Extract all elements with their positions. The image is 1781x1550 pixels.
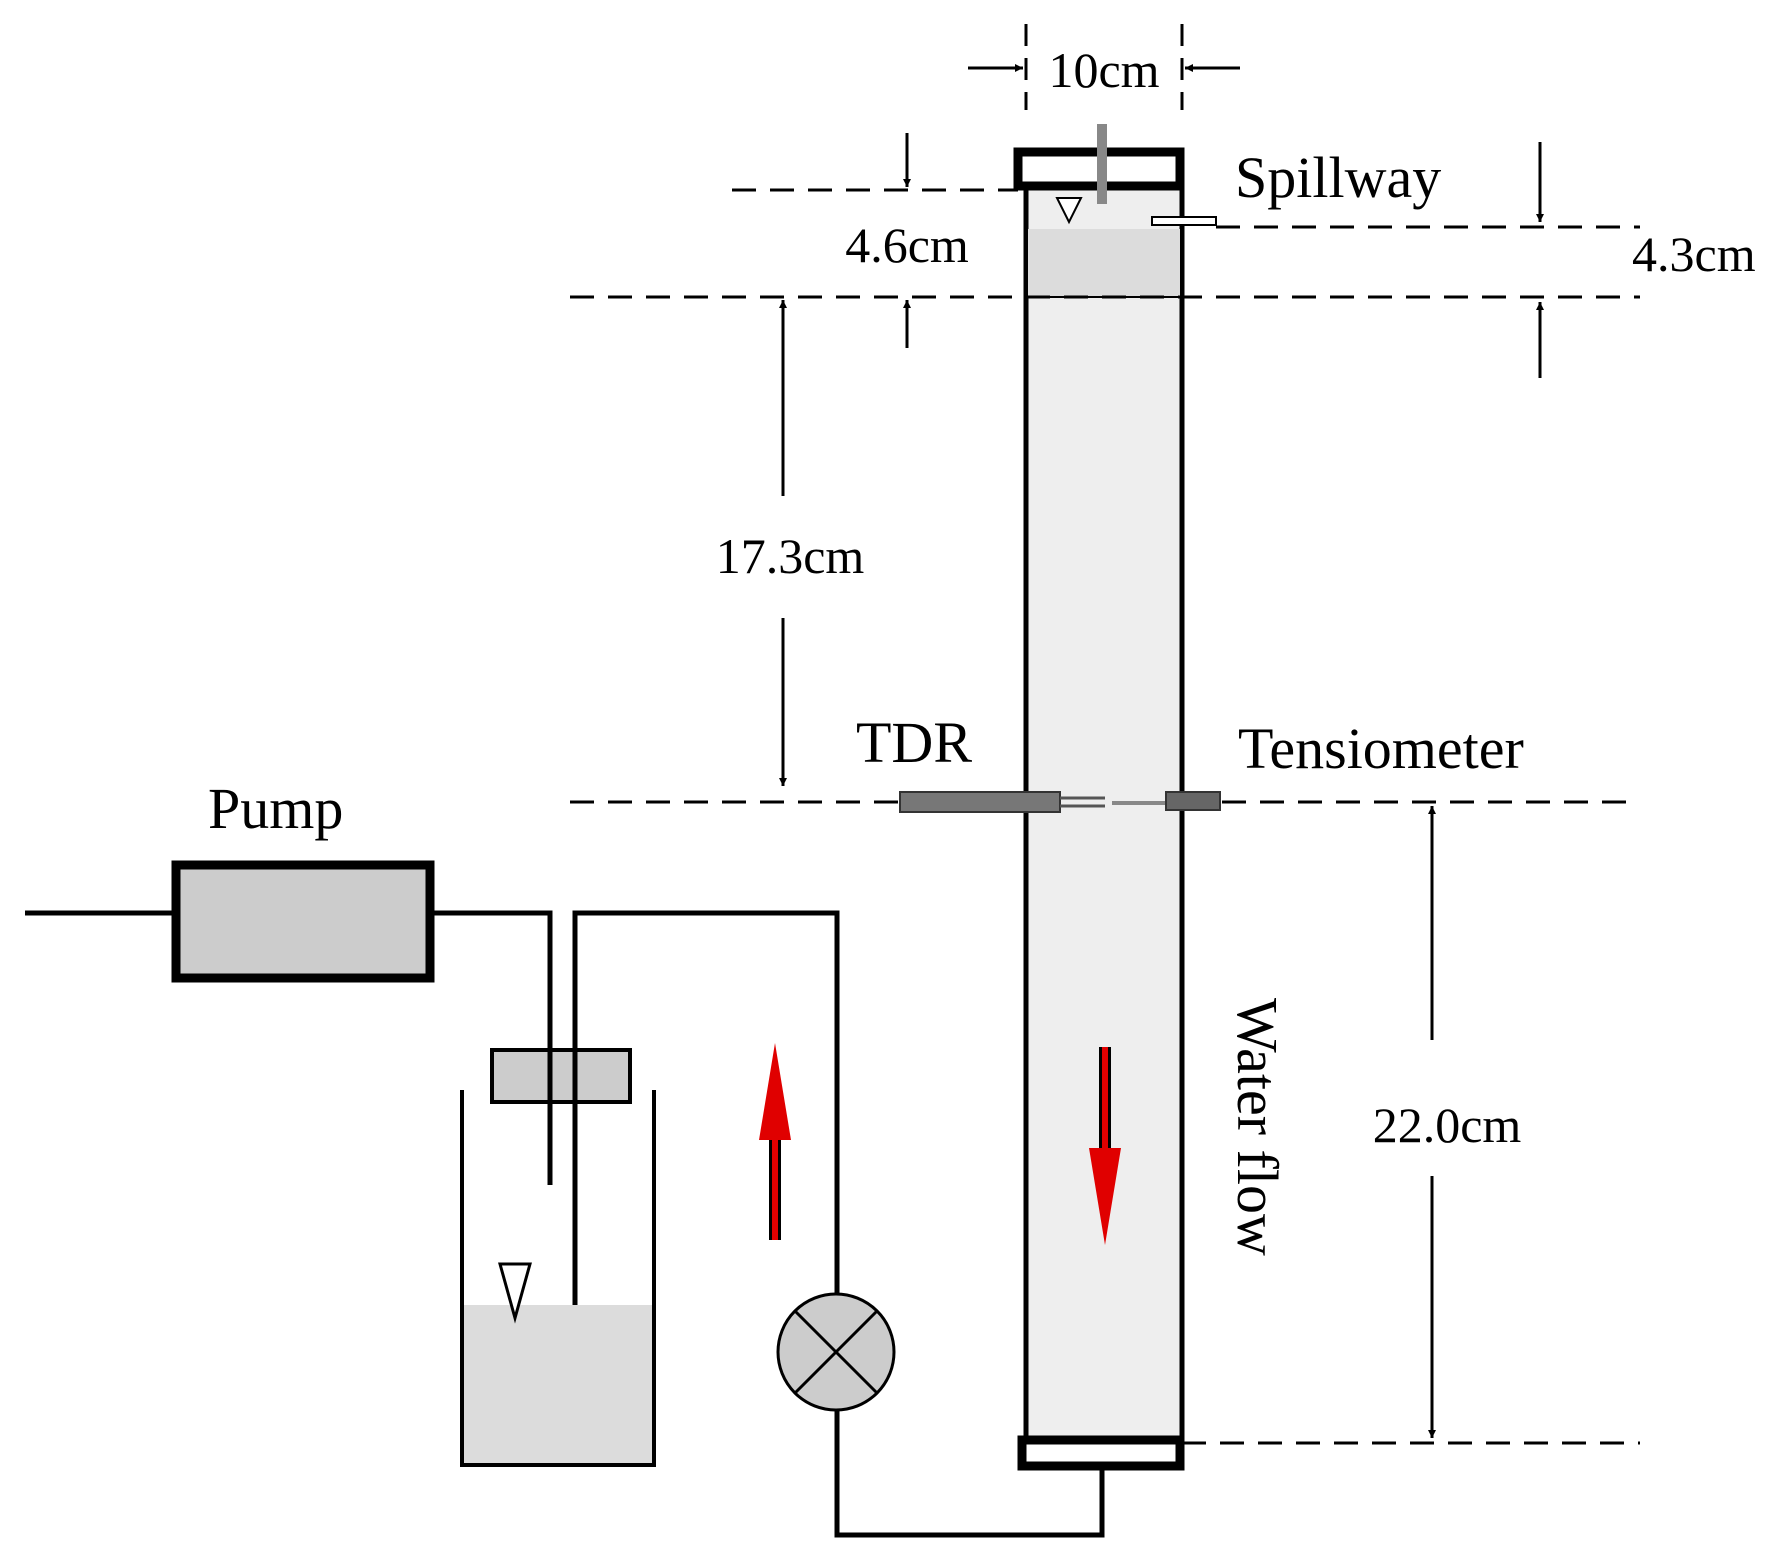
ponding-depth-label: 4.6cm <box>845 217 969 273</box>
flow-arrow-down-icon <box>1089 1047 1121 1245</box>
reference-lines <box>570 24 1640 1445</box>
ponded-water <box>1028 229 1180 297</box>
pump <box>171 860 435 983</box>
pump-assembly <box>25 860 1105 1538</box>
label-mask-lower-depth <box>1355 1060 1525 1160</box>
soil-column-body <box>1023 182 1185 1446</box>
reservoir-water <box>462 1305 654 1465</box>
valve-icon <box>776 1292 896 1412</box>
tdr-label: TDR <box>856 710 972 775</box>
water-level-symbol <box>1055 197 1083 225</box>
width-label: 10cm <box>1048 42 1159 98</box>
reservoir-water-level-symbol <box>498 1262 532 1324</box>
upper-depth-label: 17.3cm <box>716 528 865 584</box>
spillway-label: Spillway <box>1235 145 1441 210</box>
tensiometer-label: Tensiometer <box>1238 716 1524 781</box>
inlet-tube <box>1097 124 1107 204</box>
tdr-probe <box>899 791 1061 813</box>
probes <box>899 791 1221 813</box>
reservoir-container <box>460 1090 656 1467</box>
tensiometer-probe <box>1165 791 1221 811</box>
return-tube <box>572 910 1105 1538</box>
lower-depth-label: 22.0cm <box>1373 1097 1522 1153</box>
dimension-arrows <box>779 64 1544 1438</box>
label-mask-upper-depth <box>690 508 880 608</box>
spillway-tube <box>1151 216 1217 226</box>
water-flow-label: Water flow <box>1225 998 1290 1256</box>
pump-label: Pump <box>208 776 343 841</box>
reservoir-lid <box>490 1048 632 1104</box>
flow-arrow-up-icon <box>759 1043 791 1240</box>
column-bottom-cap <box>1017 1435 1185 1471</box>
spillway-height-label: 4.3cm <box>1632 226 1756 282</box>
